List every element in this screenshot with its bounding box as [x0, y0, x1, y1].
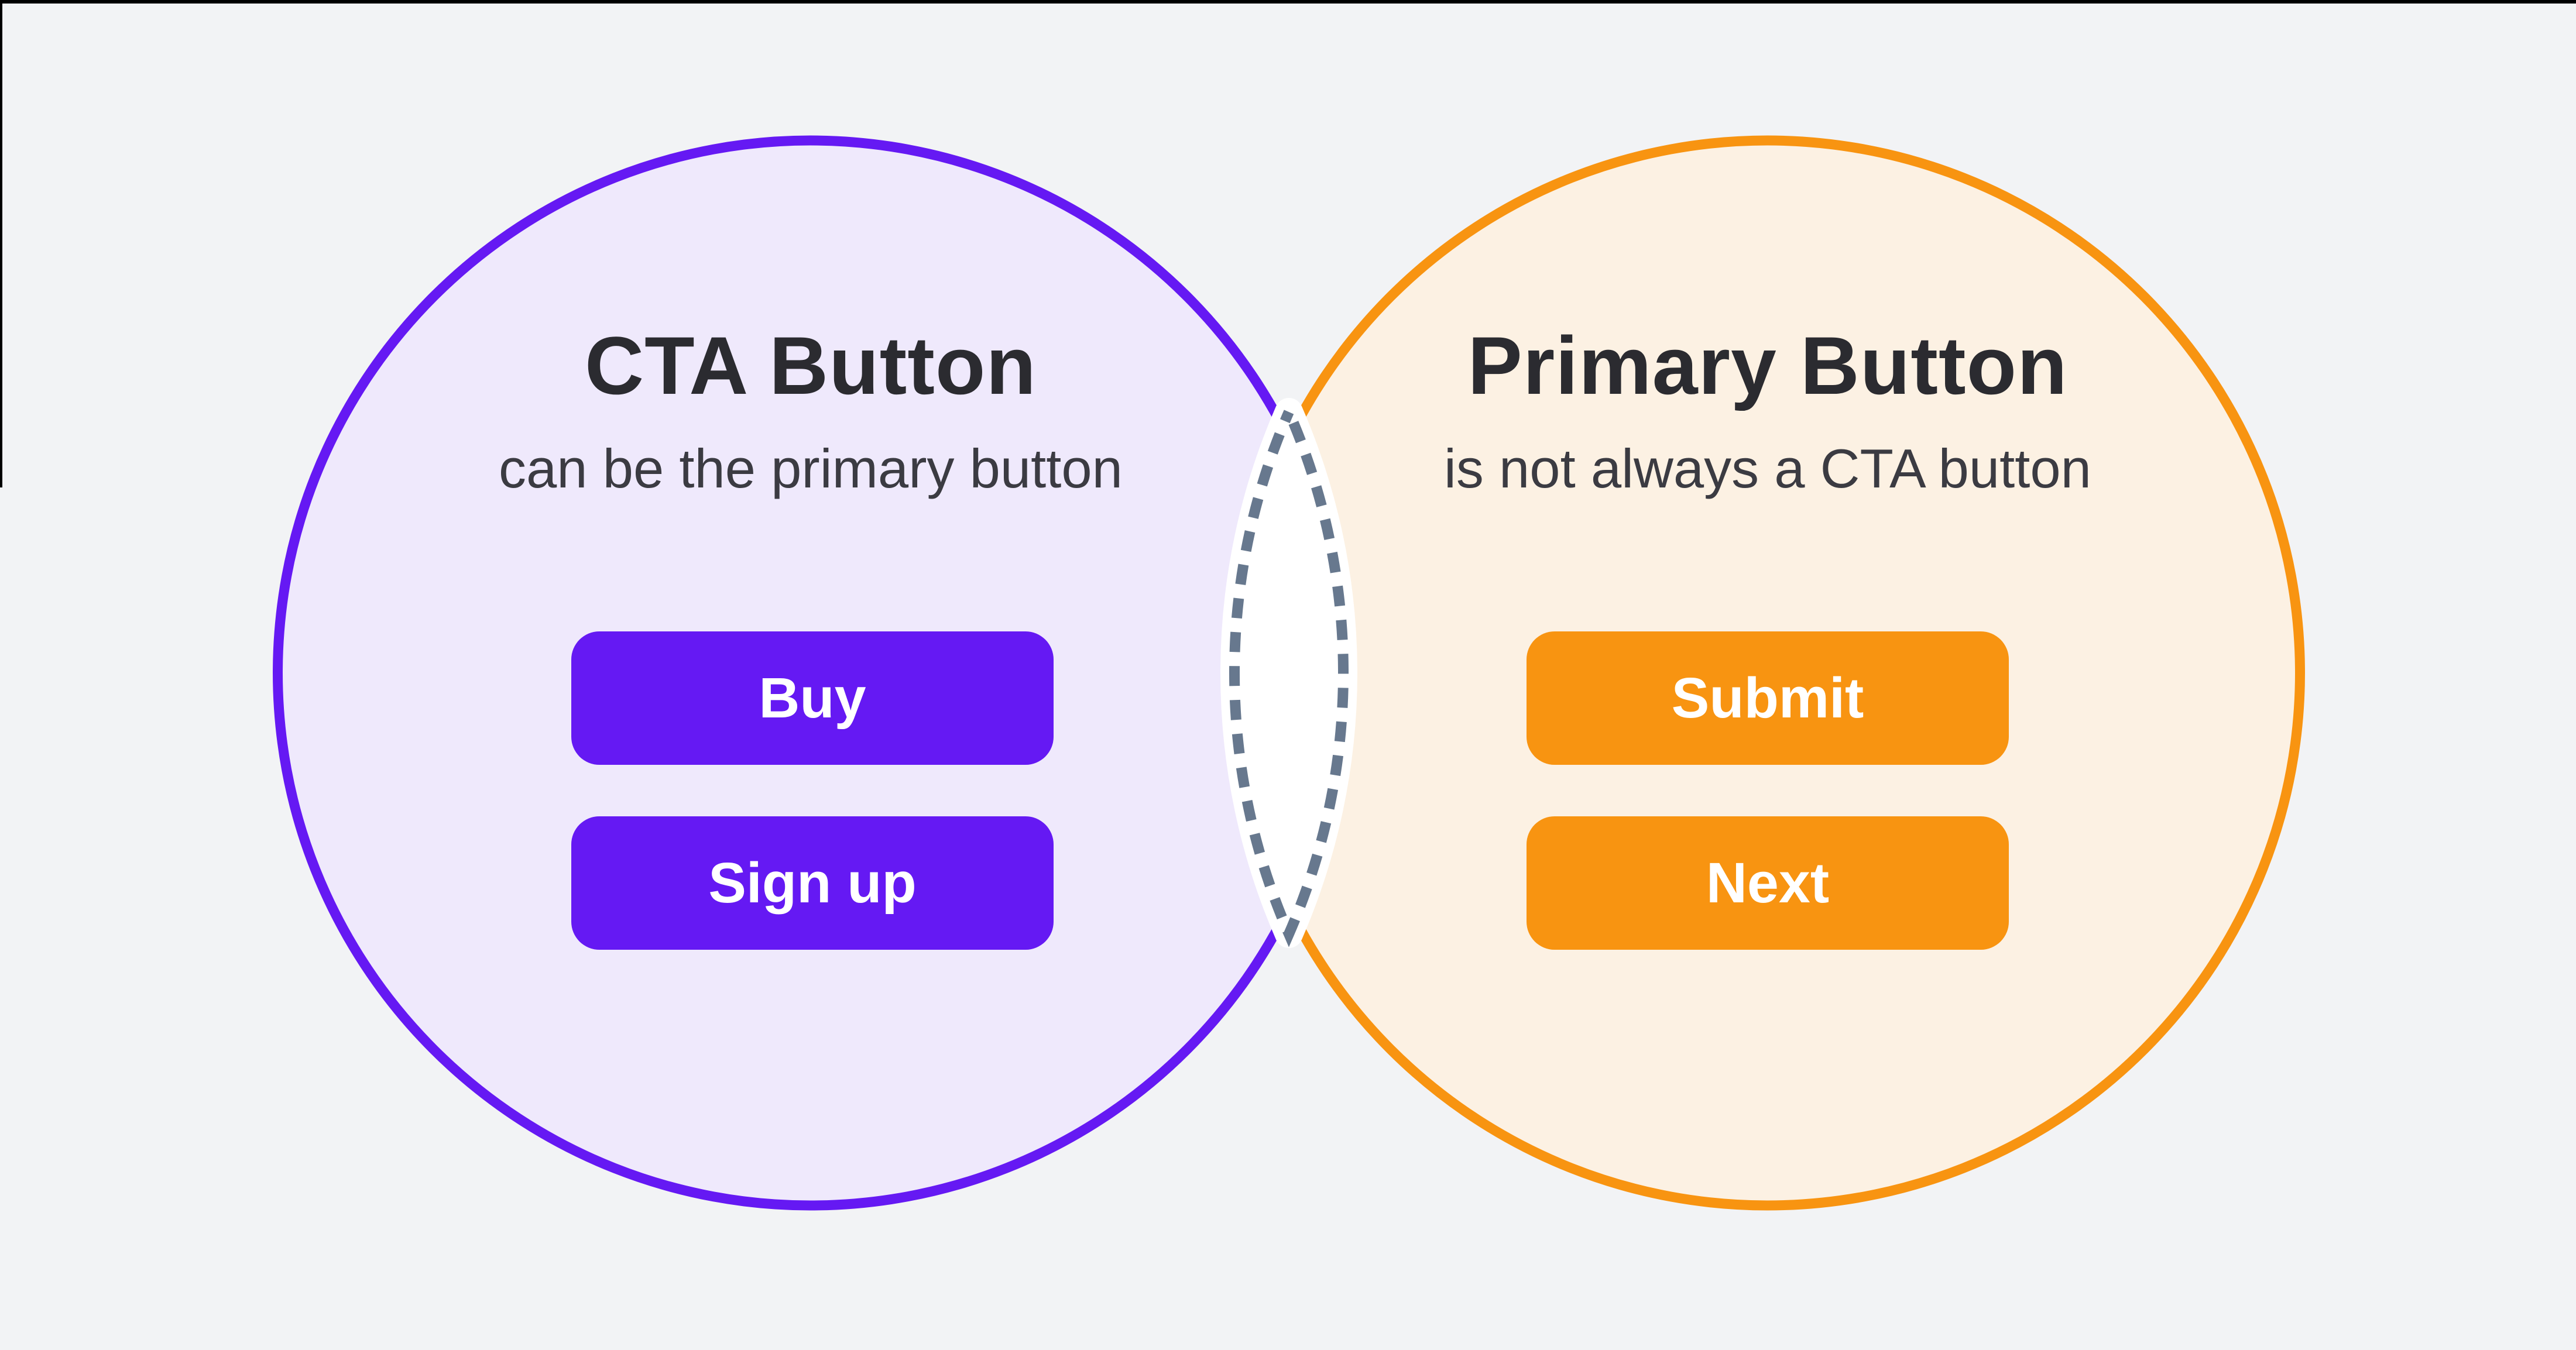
- right-circle-subtitle: is not always a CTA button: [1444, 437, 2091, 499]
- submit-button[interactable]: Submit: [1527, 631, 2009, 765]
- next-button[interactable]: Next: [1527, 816, 2009, 950]
- frame-top-edge: [0, 0, 2576, 4]
- right-circle-title: Primary Button: [1467, 320, 2068, 411]
- sign-up-button[interactable]: Sign up: [571, 816, 1054, 950]
- left-circle-title: CTA Button: [585, 320, 1037, 411]
- buy-button[interactable]: Buy: [571, 631, 1054, 765]
- left-circle-subtitle: can be the primary button: [499, 437, 1123, 499]
- overlap-dashed-outline-icon: [1229, 399, 1349, 947]
- frame-left-edge: [0, 0, 2, 487]
